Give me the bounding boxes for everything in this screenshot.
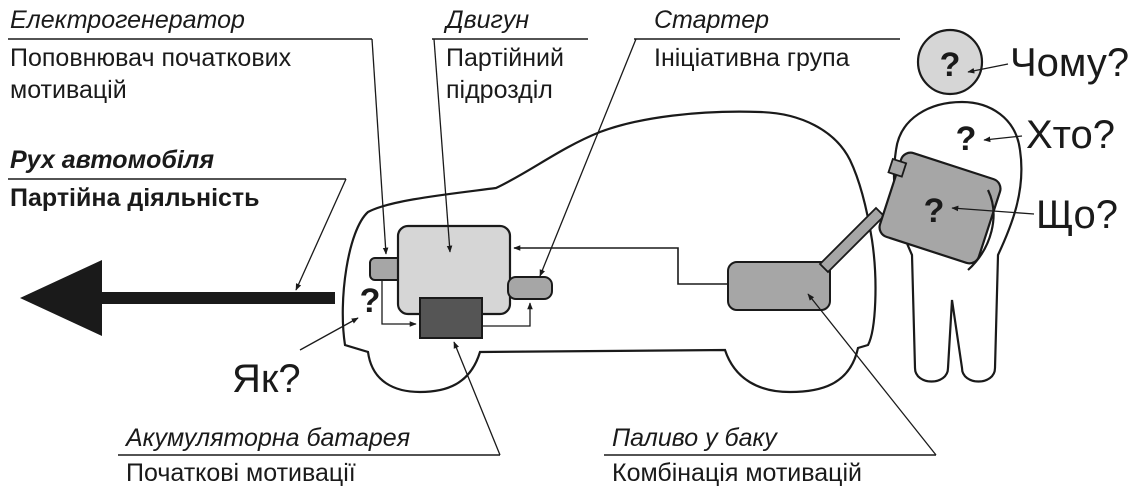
battery-block: [419, 297, 483, 339]
generator-to-battery-wire: [381, 280, 417, 327]
question-why: Чому?: [1010, 41, 1129, 85]
person-head: [916, 28, 984, 96]
body-question-mark: ?: [956, 120, 977, 158]
starter-pointer: [539, 38, 637, 277]
what-pointer: [951, 205, 1035, 215]
motion-arrow-shaft: [95, 292, 335, 304]
engine-title: Двигун: [443, 6, 529, 34]
generator-pointer: [371, 38, 389, 255]
fuel-pointer: [807, 293, 937, 456]
engine-question-mark: ?: [360, 282, 381, 320]
generator-title: Електрогенератор: [10, 6, 245, 34]
car-body-outline: [341, 110, 877, 394]
fuel-text: Комбінація мотивацій: [612, 459, 862, 487]
question-how: Як?: [232, 357, 301, 401]
battery-text: Початкові мотивації: [126, 459, 356, 487]
fuel-title: Паливо у баку: [612, 424, 778, 452]
generator-line1: Поповнювач початкових: [10, 44, 292, 72]
fuel-canister: [878, 151, 1002, 265]
movement-pointer: [295, 178, 347, 291]
engine-pointer: [433, 38, 453, 253]
person-body: [892, 100, 1023, 383]
engine-line2: підрозділ: [446, 76, 553, 104]
canister-question-mark: ?: [924, 192, 945, 230]
question-who: Хто?: [1026, 113, 1115, 157]
question-what: Що?: [1036, 193, 1118, 237]
fuel-tank: [727, 261, 831, 311]
battery-title: Акумуляторна батарея: [124, 424, 410, 452]
fuel-line-to-engine: [513, 245, 736, 285]
head-question-mark: ?: [940, 46, 961, 84]
battery-to-starter-wire: [482, 302, 533, 327]
starter-text: Ініціативна група: [654, 44, 850, 72]
motion-arrow-head: [20, 260, 102, 336]
how-pointer: [299, 317, 359, 351]
movement-title: Рух автомобіля: [10, 146, 214, 174]
person-arm: [967, 189, 995, 271]
who-pointer: [983, 135, 1023, 143]
why-pointer: [967, 63, 1009, 74]
battery-pointer: [453, 341, 501, 456]
starter-title: Стартер: [654, 6, 769, 34]
generator-line2: мотивацій: [10, 76, 127, 104]
movement-text: Партійна діяльність: [10, 184, 260, 212]
engine-line1: Партійний: [446, 44, 564, 72]
starter-part: [507, 276, 553, 300]
